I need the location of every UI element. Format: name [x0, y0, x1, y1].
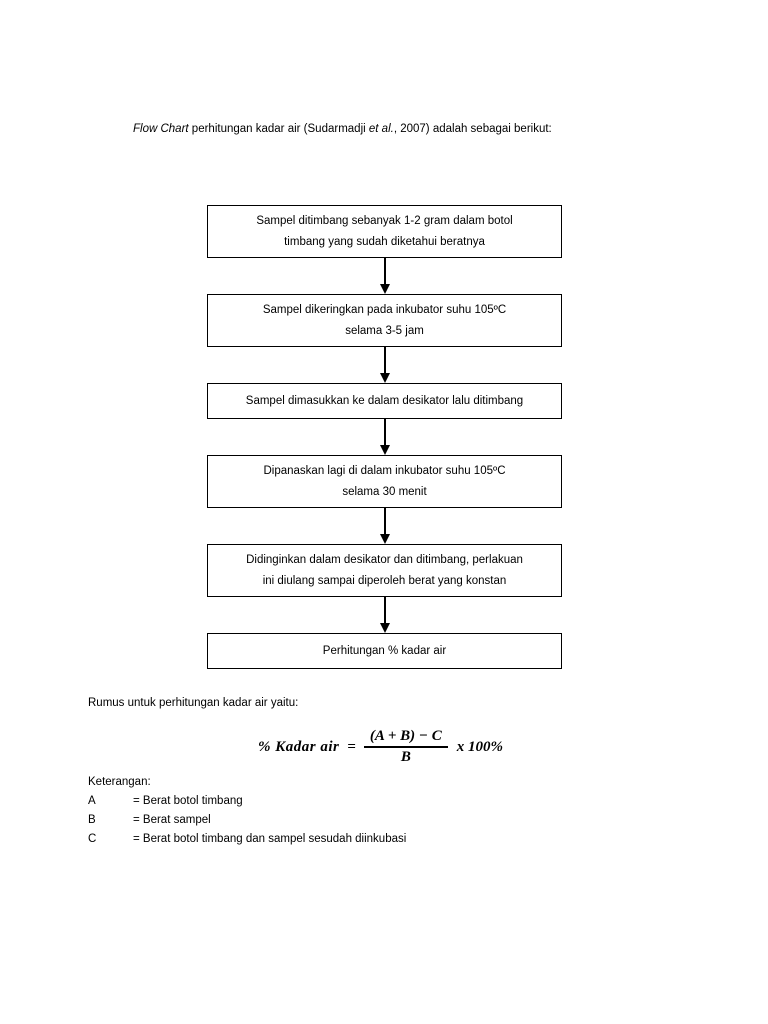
formula-fraction-bar	[363, 746, 448, 748]
flow-arrow-1	[207, 258, 562, 294]
arrow-shaft	[383, 258, 386, 286]
arrow-shaft	[383, 508, 386, 536]
flow-node-2: Sampel dikeringkan pada inkubator suhu 1…	[207, 294, 562, 347]
flow-node-4: Dipanaskan lagi di dalam inkubator suhu …	[207, 455, 562, 508]
list-item: B = Berat sampel	[88, 814, 406, 833]
flow-arrow-4	[207, 508, 562, 544]
flow-node-3-line-1: Sampel dimasukkan ke dalam desikator lal…	[245, 394, 524, 407]
flow-node-1: Sampel ditimbang sebanyak 1-2 gram dalam…	[207, 205, 562, 258]
formula-equals: =	[347, 738, 356, 755]
intro-paragraph: Flow Chart perhitungan kadar air (Sudarm…	[133, 122, 552, 137]
flow-node-6: Perhitungan % kadar air	[207, 633, 562, 669]
flow-node-6-line-1: Perhitungan % kadar air	[322, 644, 447, 657]
keterangan-definition-c: = Berat botol timbang dan sampel sesudah…	[133, 833, 407, 845]
arrow-head-icon	[379, 284, 390, 294]
arrow-shaft	[383, 347, 386, 375]
flow-node-2-line-2: selama 3-5 jam	[345, 324, 424, 337]
flow-node-5-line-2: ini diulang sampai diperoleh berat yang …	[262, 574, 507, 587]
keterangan-symbol-a: A	[88, 795, 96, 807]
keterangan-symbol-c: C	[88, 833, 97, 845]
formula-lhs: % Kadar air	[258, 738, 340, 755]
flow-node-1-line-1: Sampel ditimbang sebanyak 1-2 gram dalam…	[256, 214, 513, 227]
intro-italic-title: Flow Chart	[133, 123, 189, 135]
flow-node-2-line-1: Sampel dikeringkan pada inkubator suhu 1…	[262, 303, 507, 316]
keterangan-symbol-b: B	[88, 814, 96, 826]
flow-node-4-line-2: selama 30 menit	[342, 485, 427, 498]
formula-denominator: B	[400, 749, 411, 765]
arrow-head-icon	[379, 373, 390, 383]
keterangan-definition-b: = Berat sampel	[133, 814, 211, 826]
keterangan-definition-a: = Berat botol timbang	[133, 795, 243, 807]
list-item: A = Berat botol timbang	[88, 795, 406, 814]
formula-intro-text: Rumus untuk perhitungan kadar air yaitu:	[88, 697, 299, 709]
intro-text-2: , 2007) adalah sebagai berikut:	[393, 123, 552, 135]
arrow-shaft	[383, 597, 386, 625]
list-item: C = Berat botol timbang dan sampel sesud…	[88, 833, 406, 852]
flow-node-5-line-1: Didinginkan dalam desikator dan ditimban…	[246, 553, 523, 566]
formula-tail: x 100%	[456, 738, 503, 755]
arrow-head-icon	[379, 445, 390, 455]
formula-expression: % Kadar air = (A + B) − C B x 100%	[258, 728, 503, 766]
flow-node-3: Sampel dimasukkan ke dalam desikator lal…	[207, 383, 562, 419]
flow-node-4-line-1: Dipanaskan lagi di dalam inkubator suhu …	[263, 464, 506, 477]
flow-node-5: Didinginkan dalam desikator dan ditimban…	[207, 544, 562, 597]
arrow-head-icon	[379, 534, 390, 544]
intro-italic-etal: et al.	[368, 123, 394, 135]
formula-fraction: (A + B) − C B	[363, 728, 448, 766]
flow-arrow-5	[207, 597, 562, 633]
flow-node-1-line-2: timbang yang sudah diketahui beratnya	[284, 235, 485, 248]
arrow-head-icon	[379, 623, 390, 633]
keterangan-list: A = Berat botol timbang B = Berat sampel…	[88, 795, 406, 852]
formula-numerator: (A + B) − C	[369, 728, 442, 744]
arrow-shaft	[383, 419, 386, 447]
intro-text-1: perhitungan kadar air (Sudarmadji	[188, 123, 369, 135]
flow-arrow-2	[207, 347, 562, 383]
flowchart: Sampel ditimbang sebanyak 1-2 gram dalam…	[207, 205, 562, 669]
flow-arrow-3	[207, 419, 562, 455]
keterangan-title: Keterangan:	[88, 776, 151, 788]
